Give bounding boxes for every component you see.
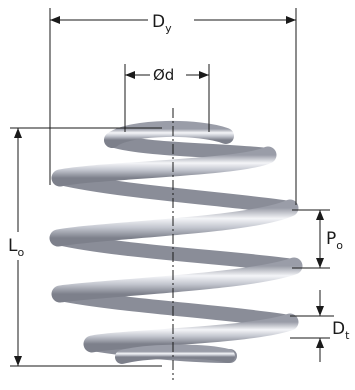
thickness-label: Dt [332, 319, 350, 342]
thickness-dimension: Dt [290, 290, 354, 362]
wire-diameter-label: Ød [153, 66, 174, 84]
pitch-dimension: Po [292, 209, 352, 269]
coil-back-2 [53, 171, 297, 215]
outer-diameter-label: Dy [152, 12, 172, 35]
coil-front-1 [51, 146, 277, 187]
free-length-label: Lo [8, 236, 24, 259]
coil-bottom [115, 344, 235, 364]
wire-diameter-dimension: Ød [124, 64, 210, 132]
coil-front-4 [83, 313, 299, 353]
coil-top [104, 120, 234, 148]
outer-diameter-dimension: Dy [49, 8, 297, 205]
pitch-label: Po [326, 229, 343, 252]
coil-front-2 [49, 199, 299, 247]
spring-coils [49, 120, 303, 364]
free-length-dimension: Lo [6, 127, 162, 367]
coil-front-3 [51, 257, 303, 303]
